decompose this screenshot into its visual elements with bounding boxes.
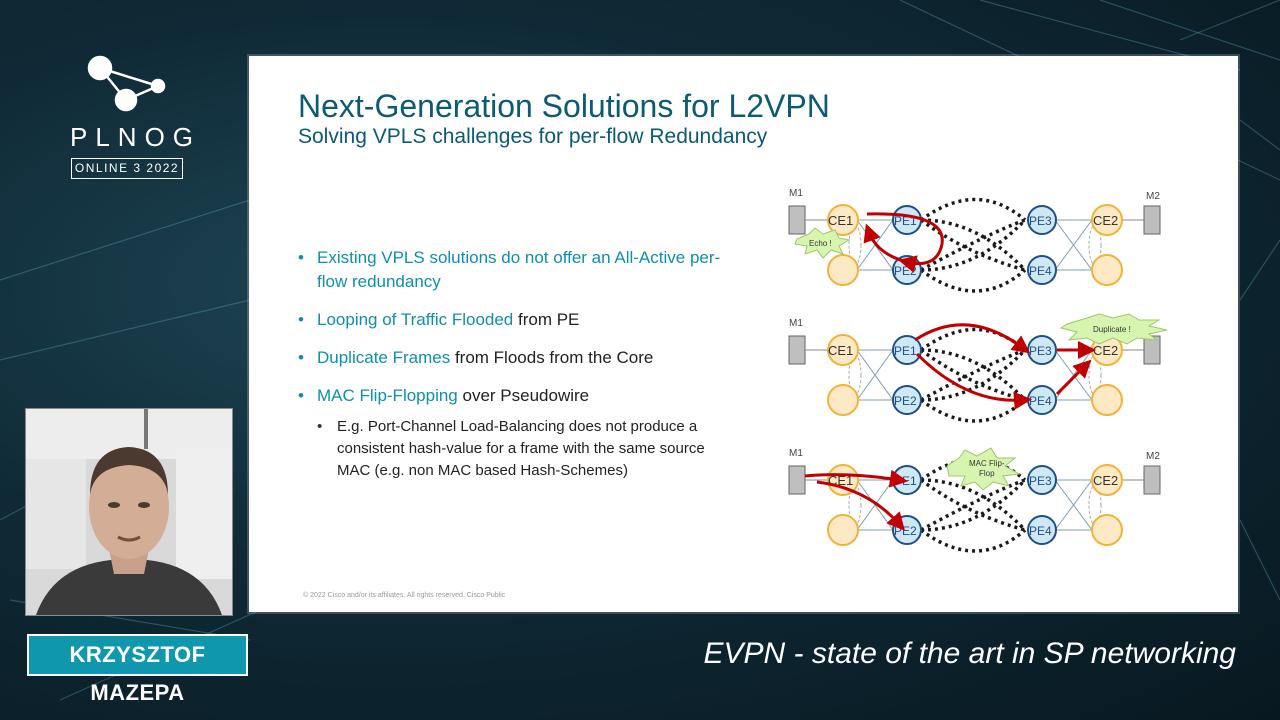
label-pe2: PE2 [894, 524, 917, 538]
copyright-footer: © 2022 Cisco and/or its affiliates. All … [303, 592, 506, 599]
label-pe3: PE3 [1029, 344, 1052, 358]
mac-flip-flop-burst-icon [946, 447, 1021, 491]
speaker-video-image [26, 409, 232, 615]
logo-edition-badge: ONLINE 3 2022 [71, 158, 183, 179]
vpls-network-diagram: M1 M2 [788, 188, 1168, 553]
echo-burst-icon [794, 227, 851, 259]
label-m1: M1 [789, 318, 803, 329]
bullet-item: Looping of Traffic Flooded from PE [295, 308, 725, 332]
duplicate-burst-icon [1059, 313, 1168, 345]
bullet-list: Existing VPLS solutions do not offer an … [295, 246, 725, 496]
bullet-highlight: MAC Flip-Flopping [317, 386, 458, 405]
server-m2-icon [1143, 205, 1161, 235]
label-ce1: CE1 [828, 343, 853, 358]
bullet-highlight: Duplicate Frames [317, 348, 451, 367]
speaker-name-tag: KRZYSZTOF MAZEPA [27, 634, 248, 705]
label-pe3: PE3 [1029, 474, 1052, 488]
callout-flip2: Flop [979, 469, 995, 478]
sub-bullet-list: E.g. Port-Channel Load-Balancing does no… [317, 416, 725, 482]
talk-title: EVPN - state of the art in SP networking [703, 637, 1236, 670]
bullet-item: Existing VPLS solutions do not offer an … [295, 246, 725, 294]
label-pe4: PE4 [1029, 524, 1052, 538]
bullet-item: MAC Flip-Flopping over Pseudowire E.g. P… [295, 384, 725, 482]
scenario-echo: M1 M2 [788, 188, 1161, 293]
callout-duplicate: Duplicate ! [1093, 325, 1131, 334]
bullet-item: Duplicate Frames from Floods from the Co… [295, 346, 725, 370]
presentation-slide: Next-Generation Solutions for L2VPN Solv… [249, 56, 1238, 612]
label-pe4: PE4 [1029, 394, 1052, 408]
label-m2: M2 [1146, 191, 1160, 202]
label-pe1: PE1 [894, 344, 917, 358]
label-pe3: PE3 [1029, 214, 1052, 228]
bullet-highlight: Existing VPLS solutions do not offer an … [317, 248, 721, 291]
label-ce2: CE2 [1093, 473, 1118, 488]
label-ce1: CE1 [828, 213, 853, 228]
label-m1: M1 [789, 448, 803, 459]
bullet-text: from PE [513, 310, 580, 329]
label-ce2: CE2 [1093, 213, 1118, 228]
sub-bullet-item: E.g. Port-Channel Load-Balancing does no… [317, 416, 725, 482]
label-pe2: PE2 [894, 264, 917, 278]
bullet-text: from Floods from the Core [450, 348, 654, 367]
label-pe2: PE2 [894, 394, 917, 408]
slide-title: Next-Generation Solutions for L2VPN [298, 88, 830, 124]
speaker-webcam-feed [25, 408, 233, 616]
scenario-mac-flip-flop: M1 M2 [788, 447, 1161, 553]
callout-flip1: MAC Flip- [969, 459, 1005, 468]
logo-word: PLNOG [70, 122, 202, 152]
label-ce2: CE2 [1093, 343, 1118, 358]
label-pe4: PE4 [1029, 264, 1052, 278]
label-m1: M1 [789, 188, 803, 199]
bullet-highlight: Looping of Traffic Flooded [317, 310, 514, 329]
slide-subtitle: Solving VPLS challenges for per-flow Red… [298, 125, 768, 148]
server-m1-icon [788, 335, 806, 365]
label-m2: M2 [1146, 451, 1160, 462]
scenario-duplicate: M1 CE1 [788, 313, 1168, 423]
server-m1-icon [788, 205, 806, 235]
callout-echo: Echo ! [809, 239, 832, 248]
plnog-logo-icon [87, 55, 166, 112]
server-m1-icon [788, 465, 806, 495]
bullet-text: over Pseudowire [457, 386, 590, 405]
server-m2-icon [1143, 465, 1161, 495]
